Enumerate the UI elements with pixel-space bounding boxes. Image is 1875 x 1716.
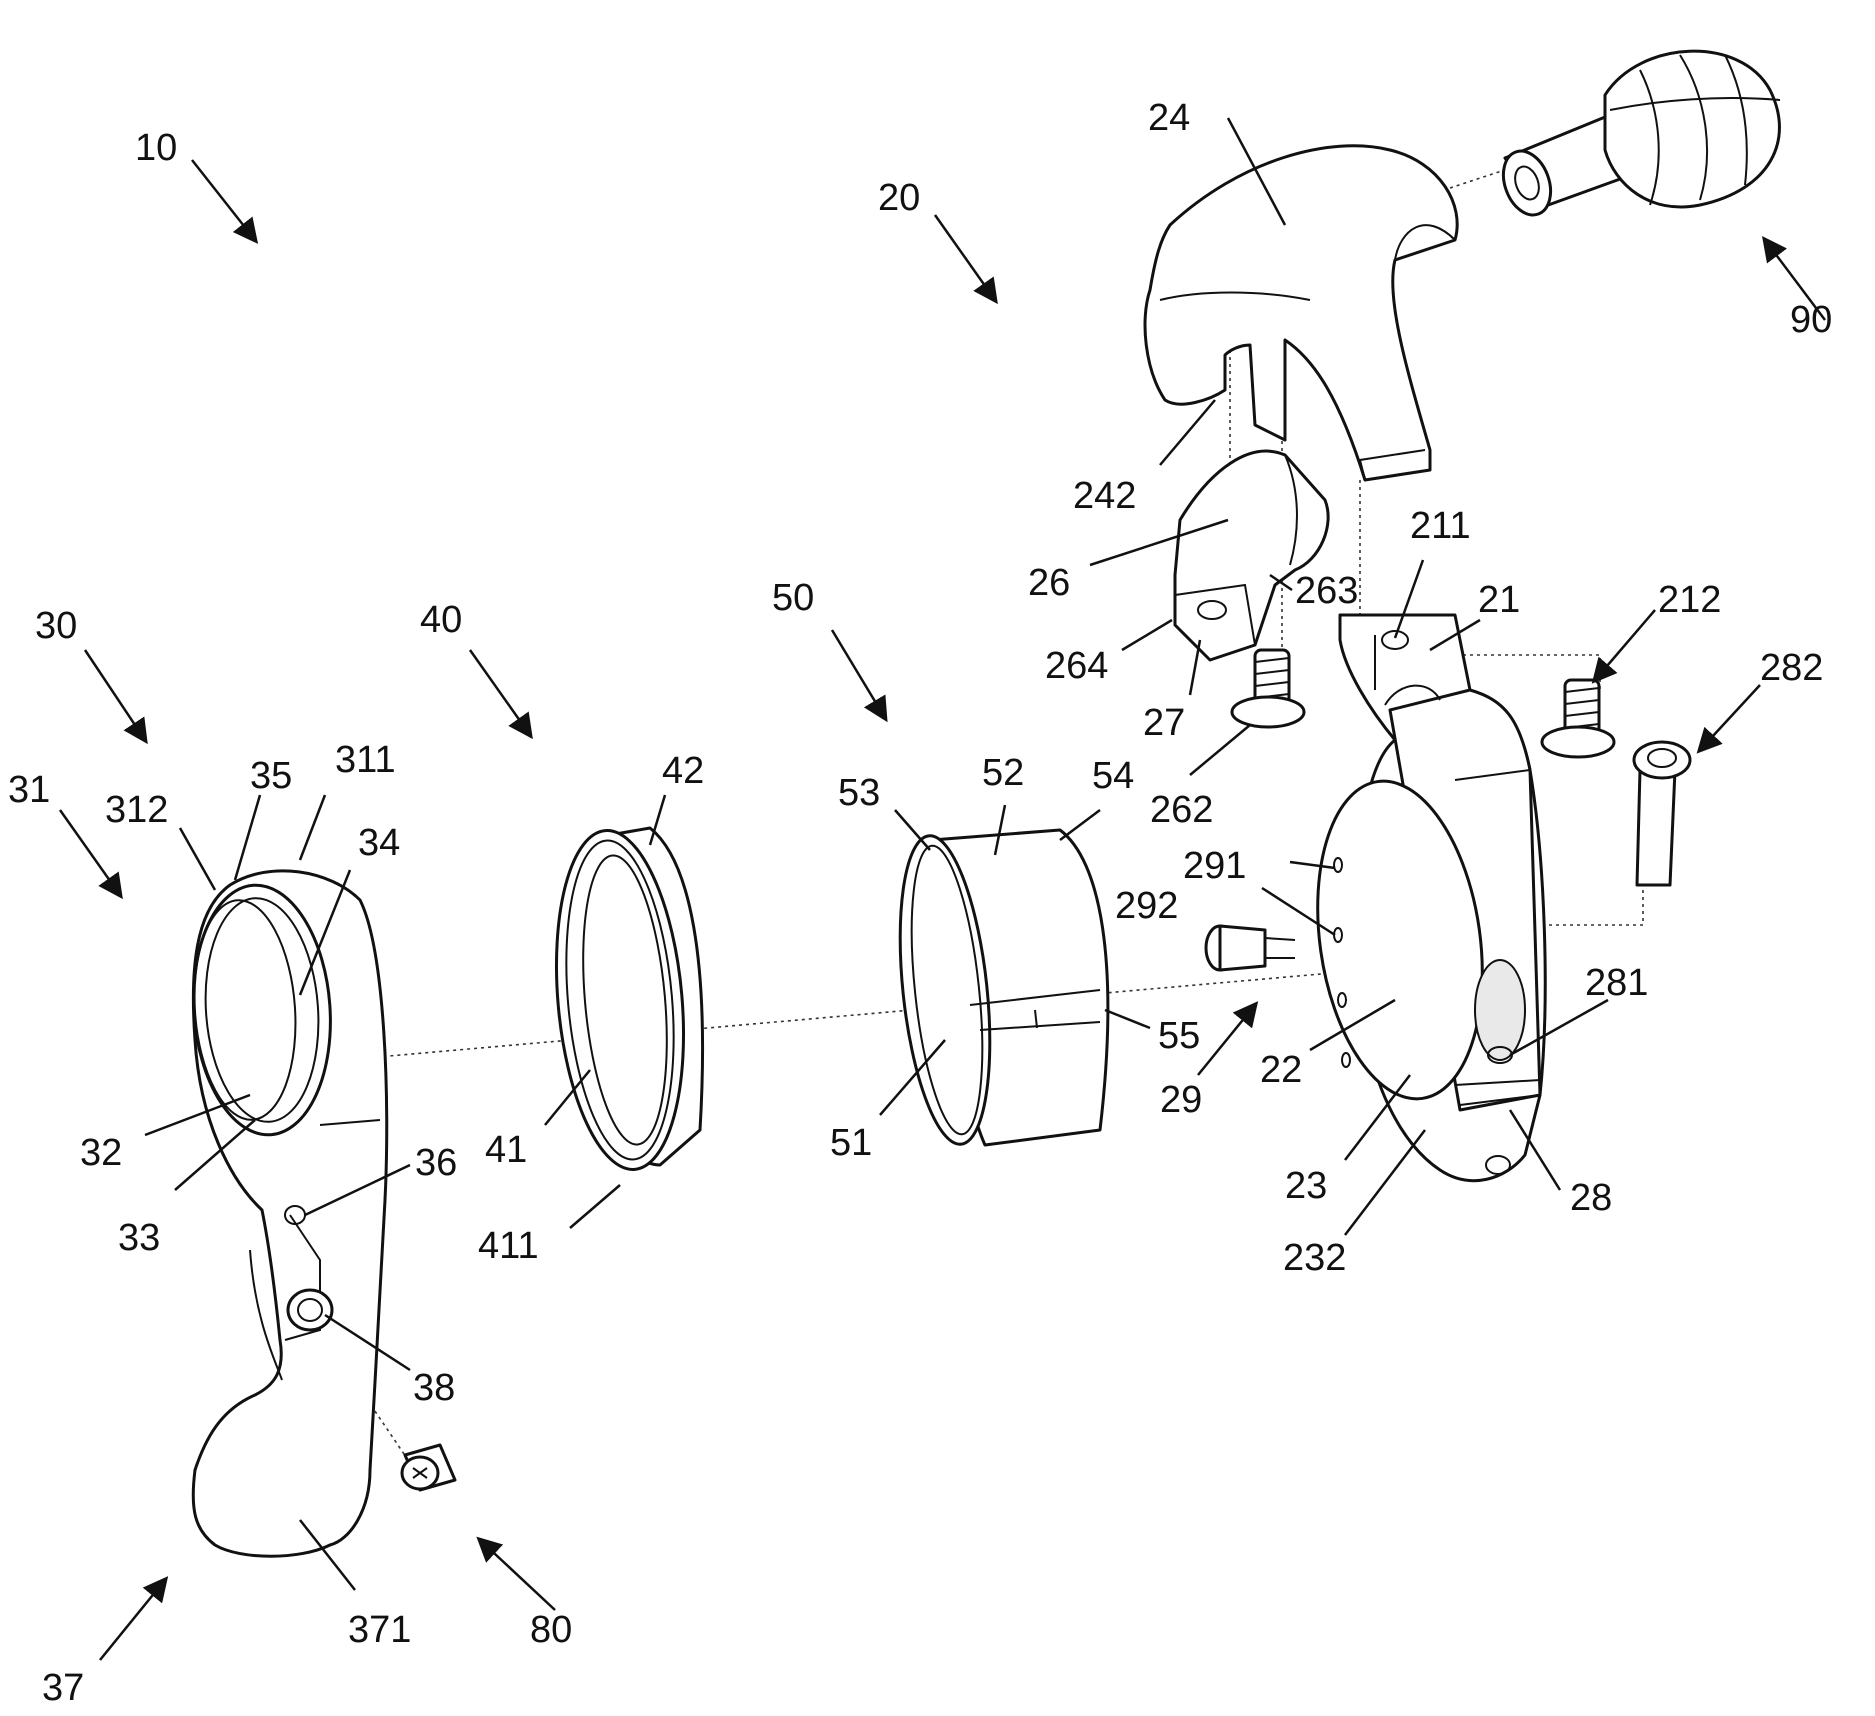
- leader-27: [1190, 640, 1200, 695]
- label-264: 264: [1045, 645, 1108, 687]
- arrow-20: [935, 215, 995, 300]
- label-22: 22: [1260, 1049, 1302, 1091]
- label-212: 212: [1658, 579, 1721, 621]
- label-33: 33: [118, 1217, 160, 1259]
- label-42: 42: [662, 750, 704, 792]
- arrow-37: [100, 1580, 165, 1660]
- label-291: 291: [1183, 845, 1246, 887]
- label-32: 32: [80, 1132, 122, 1174]
- label-311: 311: [335, 739, 396, 781]
- leader-264: [1122, 620, 1172, 650]
- label-24: 24: [1148, 97, 1190, 139]
- label-53: 53: [838, 772, 880, 814]
- leader-55: [1105, 1010, 1150, 1028]
- arrow-30: [85, 650, 145, 740]
- label-31: 31: [8, 769, 50, 811]
- label-30: 30: [35, 605, 77, 647]
- label-242: 242: [1073, 475, 1136, 517]
- label-282: 282: [1760, 647, 1823, 689]
- label-41: 41: [485, 1129, 527, 1171]
- label-23: 23: [1285, 1165, 1327, 1207]
- label-371: 371: [348, 1609, 411, 1651]
- label-35: 35: [250, 755, 292, 797]
- label-312: 312: [105, 789, 168, 831]
- label-21: 21: [1478, 579, 1520, 621]
- split-sleeve-50: [887, 830, 1108, 1149]
- label-232: 232: [1283, 1237, 1346, 1279]
- leader-411: [570, 1185, 620, 1228]
- lever-ring-31: [185, 871, 386, 1556]
- label-20: 20: [878, 177, 920, 219]
- label-281: 281: [1585, 962, 1648, 1004]
- label-27: 27: [1143, 702, 1185, 744]
- label-37: 37: [42, 1667, 84, 1709]
- leader-54: [1060, 810, 1100, 840]
- label-90: 90: [1790, 299, 1832, 341]
- clamp-body-21: [1299, 615, 1546, 1181]
- screw-292: [1206, 926, 1295, 970]
- leader-312: [180, 828, 215, 890]
- knob-90: [1495, 51, 1780, 221]
- label-38: 38: [413, 1367, 455, 1409]
- arrow-10: [192, 160, 255, 240]
- bearing-ring-40: [543, 825, 702, 1175]
- arrow-80: [480, 1540, 555, 1610]
- label-51: 51: [830, 1122, 872, 1164]
- arrow-212: [1595, 610, 1655, 680]
- arrow-282: [1700, 685, 1760, 750]
- bolt-282: [1634, 742, 1690, 885]
- label-10: 10: [135, 127, 177, 169]
- screw-212: [1542, 680, 1614, 757]
- label-28: 28: [1570, 1177, 1612, 1219]
- arrow-40: [470, 650, 530, 735]
- label-411: 411: [478, 1225, 539, 1267]
- leader-53: [895, 810, 930, 850]
- label-211: 211: [1410, 505, 1471, 547]
- lever-handle-24: [1145, 146, 1457, 480]
- label-26: 26: [1028, 562, 1070, 604]
- label-40: 40: [420, 599, 462, 641]
- label-34: 34: [358, 822, 400, 864]
- label-50: 50: [772, 577, 814, 619]
- label-55: 55: [1158, 1015, 1200, 1057]
- screw-262: [1232, 650, 1304, 727]
- arrow-29: [1198, 1005, 1255, 1075]
- block-26: [1175, 451, 1328, 660]
- leader-35: [235, 795, 260, 880]
- leader-311: [300, 795, 325, 860]
- leader-242: [1160, 400, 1215, 465]
- label-52: 52: [982, 752, 1024, 794]
- arrow-50: [832, 630, 885, 718]
- label-263: 263: [1295, 570, 1358, 612]
- set-screw-80: [402, 1445, 455, 1490]
- label-262: 262: [1150, 789, 1213, 831]
- label-292: 292: [1115, 885, 1178, 927]
- leader-262: [1190, 725, 1250, 775]
- label-54: 54: [1092, 755, 1134, 797]
- label-36: 36: [415, 1142, 457, 1184]
- label-80: 80: [530, 1609, 572, 1651]
- label-29: 29: [1160, 1079, 1202, 1121]
